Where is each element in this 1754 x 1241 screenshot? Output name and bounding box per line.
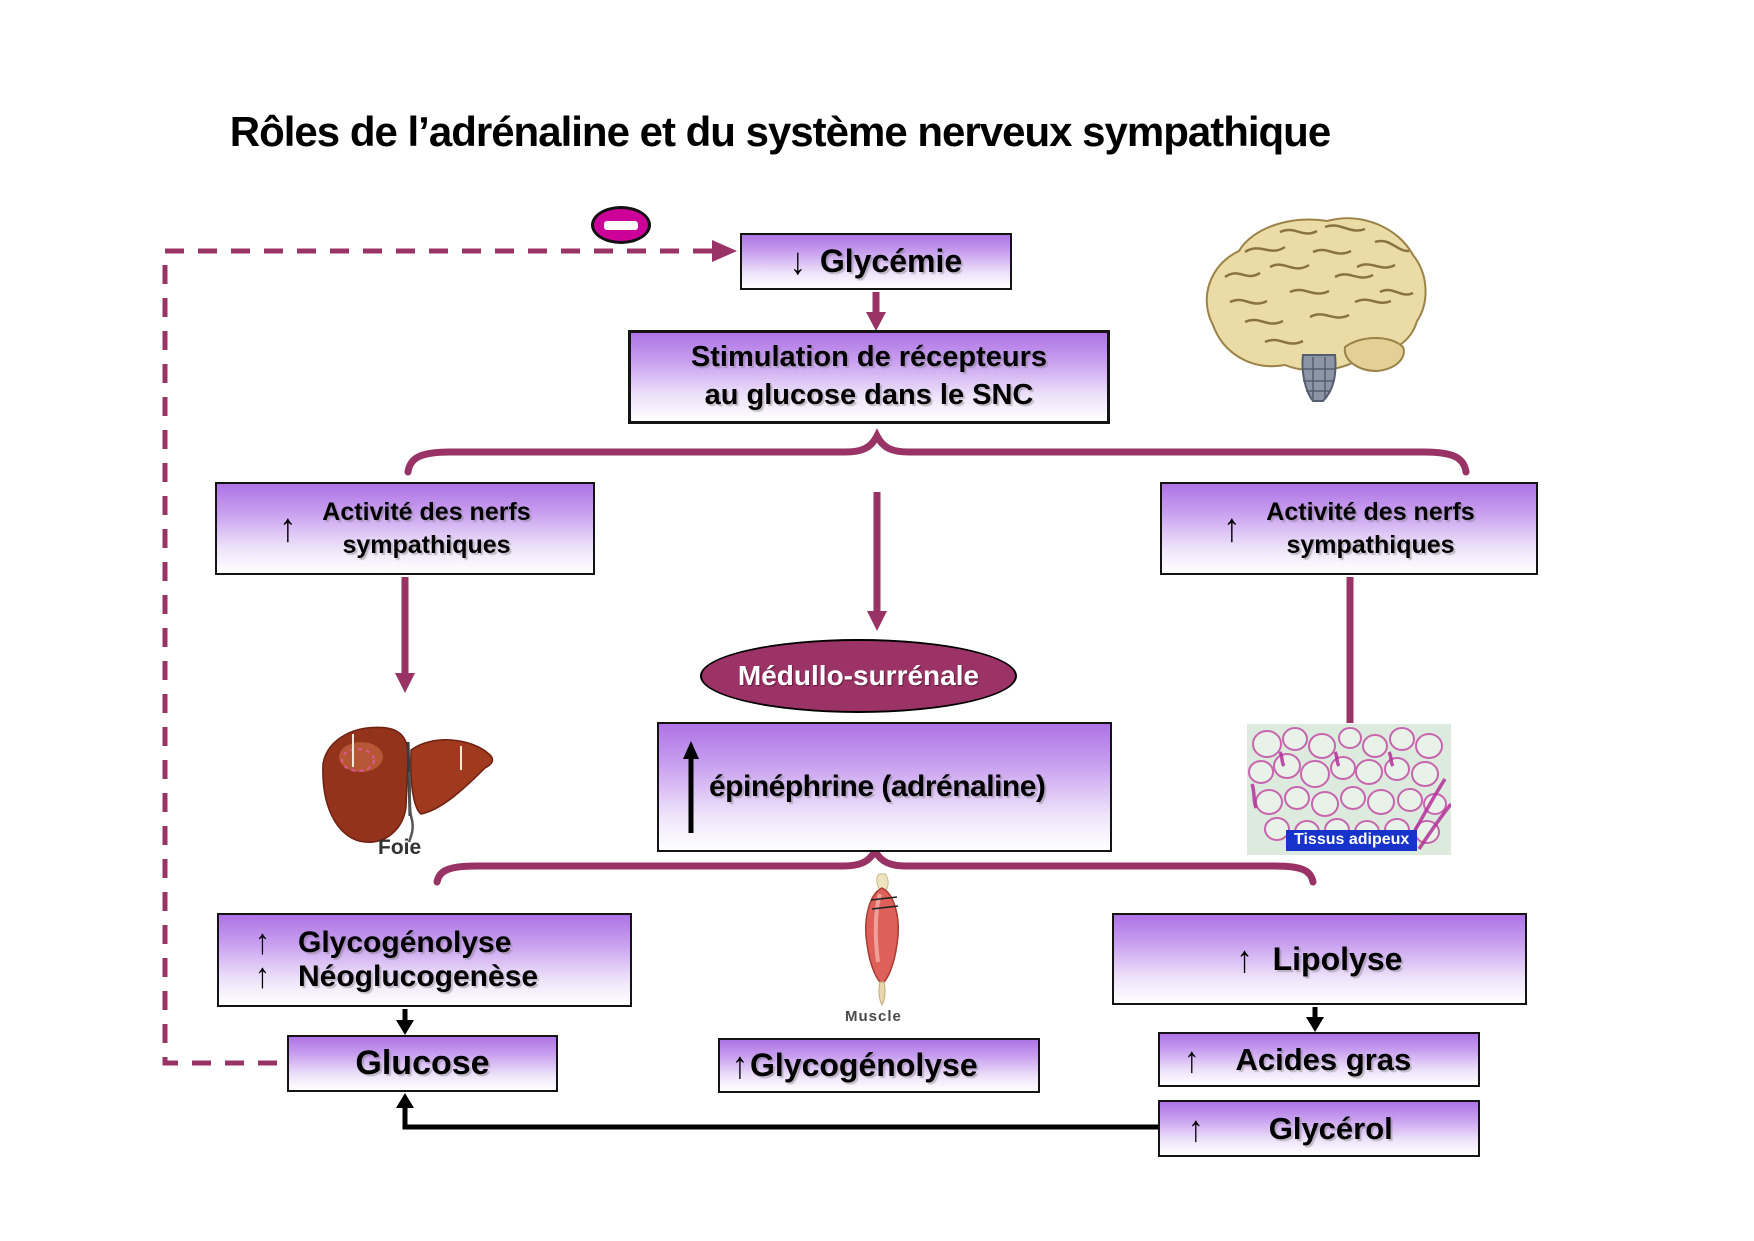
muscle-image [853, 872, 911, 1013]
brain-image [1185, 207, 1435, 412]
node-label-line1: Stimulation de récepteurs [690, 341, 1048, 374]
node-nerfs-left: ↑ Activité des nerfs sympathiques [215, 482, 595, 575]
node-label: Lipolyse [1272, 940, 1403, 977]
node-label: Glycémie [819, 243, 963, 279]
node-nerfs-right: ↑ Activité des nerfs sympathiques [1160, 482, 1538, 575]
node-stimulation: Stimulation de récepteurs au glucose dan… [628, 330, 1110, 424]
node-glycerol: ↑ Glycérol [1158, 1100, 1480, 1157]
brain-illustration [1205, 217, 1427, 402]
node-label-line1: Activité des nerfs [322, 498, 531, 526]
feedback-arrowhead [712, 240, 737, 262]
node-label: Néoglucogenèse [298, 960, 539, 993]
node-label: Glucose [355, 1044, 490, 1082]
node-label-line2: sympathiques [1286, 530, 1455, 559]
node-epinephrine: épinéphrine (adrénaline) [657, 722, 1112, 852]
node-acides-gras: ↑ Acides gras [1158, 1032, 1480, 1087]
node-label: Glycogénolyse [750, 1047, 978, 1083]
node-label: Glycogénolyse [298, 926, 512, 959]
minus-bar [604, 220, 638, 230]
node-glucose: Glucose [287, 1035, 558, 1092]
liver-illustration [322, 726, 494, 843]
dashed-feedback-line [162, 248, 712, 1066]
node-glycogenolyse-neoglucogenese: ↑ Glycogénolyse ↑ Néoglucogenèse [217, 913, 632, 1007]
up-arrow-icon: ↑ [1236, 937, 1253, 980]
node-label: Médullo-surrénale [737, 660, 980, 691]
node-label-line2: sympathiques [342, 530, 511, 559]
muscle-illustration [865, 873, 899, 1006]
arrowhead [395, 673, 415, 693]
node-label: Acides gras [1235, 1041, 1412, 1077]
node-lipolyse: ↑ Lipolyse [1112, 913, 1527, 1005]
up-arrow-icon: ↑ [1223, 505, 1241, 551]
up-arrow-icon: ↑ [255, 922, 270, 962]
arrowhead [396, 1093, 414, 1108]
down-arrow-icon: ↓ [789, 239, 806, 283]
minus-icon [591, 206, 651, 244]
brace-snc [404, 428, 1470, 476]
node-label-line2: au glucose dans le SNC [704, 379, 1034, 411]
line-glycerol-glucose [402, 1106, 1158, 1130]
up-arrow-icon: ↑ [1188, 1107, 1204, 1149]
node-glycemie: ↓ Glycémie [740, 233, 1012, 290]
liver-image [313, 712, 503, 862]
up-arrow-icon: ↑ [279, 505, 297, 551]
arrowhead [867, 611, 887, 631]
node-label-line1: Activité des nerfs [1266, 498, 1475, 526]
up-arrow-icon: ↑ [1184, 1038, 1200, 1080]
caption-muscle: Muscle [845, 1008, 902, 1025]
up-arrow-icon: ↑ [732, 1043, 748, 1087]
node-medullo-surrenale: Médullo-surrénale [700, 639, 1017, 713]
arrowhead [396, 1020, 414, 1035]
arrowhead [866, 312, 886, 331]
up-arrow-icon: ↑ [255, 956, 270, 996]
node-muscle-glycogenolyse: ↑ Glycogénolyse [718, 1038, 1040, 1093]
arrowhead [1306, 1017, 1324, 1032]
caption-foie: Foie [378, 836, 422, 859]
node-label: Glycérol [1268, 1110, 1393, 1146]
node-label: épinéphrine (adrénaline) [709, 770, 1046, 803]
page-title: Rôles de l’adrénaline et du système nerv… [229, 108, 1331, 155]
adipose-tissue-label: Tissus adipeux [1286, 830, 1418, 851]
up-arrow-icon [683, 741, 699, 833]
